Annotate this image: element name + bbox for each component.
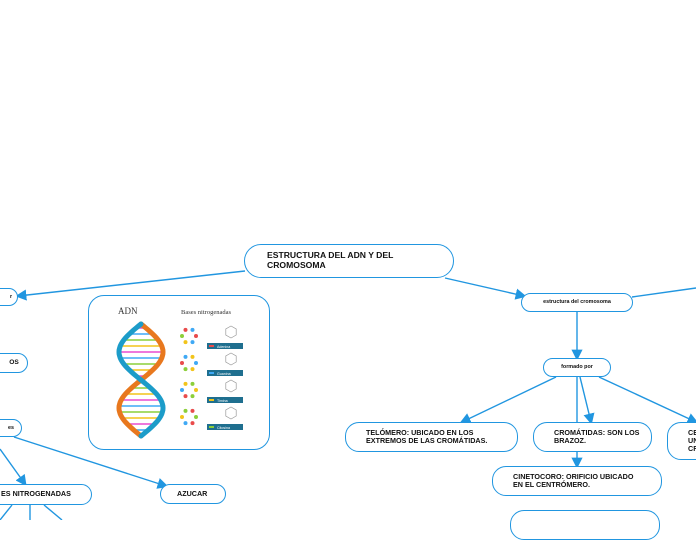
base-molecules xyxy=(180,325,237,426)
structure-sketch xyxy=(225,379,237,393)
molecule-atom xyxy=(190,394,195,399)
base-label-text: Adenina xyxy=(217,345,230,349)
azucar-label: AZUCAR xyxy=(177,488,208,498)
left-mid-label: OS xyxy=(9,359,19,367)
edge-root-left xyxy=(15,270,246,301)
molecule-atom xyxy=(190,367,195,372)
molecule-atom xyxy=(194,334,198,338)
telomero-label: TELÓMERO: UBICADO EN LOS EXTREMOS DE LAS… xyxy=(366,427,488,445)
bottom-partial-node[interactable] xyxy=(510,510,660,540)
root-node-label: ESTRUCTURA DEL ADN Y DEL CROMOSOMA xyxy=(267,250,394,270)
edge-formado-right xyxy=(598,376,696,424)
molecule-atom xyxy=(180,388,184,392)
base-label-swatch xyxy=(209,399,214,401)
molecule-atom xyxy=(180,361,184,365)
edge-formado-cromatidas xyxy=(579,376,595,425)
molecule-atom xyxy=(183,381,188,386)
molecule-atom xyxy=(194,361,198,365)
connector-lines xyxy=(0,270,696,520)
base-label-swatch xyxy=(209,372,214,374)
molecule-atom xyxy=(190,381,195,386)
molecule-atom xyxy=(190,408,195,413)
molecule-atom xyxy=(180,415,184,419)
structure-sketch xyxy=(225,406,237,420)
edge-formado-telomero xyxy=(459,376,557,424)
molecule-atom xyxy=(190,327,195,332)
cromatidas-node[interactable]: CROMÁTIDAS: SON LOS BRAZOZ. xyxy=(533,422,652,452)
base-label-text: Guanina xyxy=(217,372,231,376)
cromatidas-label: CROMÁTIDAS: SON LOS BRAZOZ. xyxy=(554,427,640,445)
molecule-atom xyxy=(194,415,198,419)
cinetocoro-node[interactable]: CINETOCORO: ORIFICIO UBICADO EN EL CENTR… xyxy=(492,466,662,496)
base-label-bar xyxy=(207,370,243,376)
edge-es-azucar xyxy=(13,436,169,489)
formado-por-node[interactable]: formado por xyxy=(543,358,611,377)
edge-root-estructura xyxy=(444,277,527,300)
dna-illustration: ADN Bases nitrogenadas AdeninaGuaninaTim… xyxy=(116,306,243,439)
left-top-node[interactable]: r xyxy=(0,288,18,306)
formado-por-label: formado por xyxy=(561,364,593,371)
molecule-atom xyxy=(183,367,188,372)
edge-es-bases xyxy=(0,448,27,487)
molecule-atom xyxy=(183,408,188,413)
molecule-atom xyxy=(180,334,184,338)
molecule-atom xyxy=(194,388,198,392)
molecule-atom xyxy=(183,340,188,345)
right-partial-label: CE UN CR xyxy=(688,427,696,454)
base-label-swatch xyxy=(209,345,214,347)
molecule-atom xyxy=(190,421,195,426)
root-node[interactable]: ESTRUCTURA DEL ADN Y DEL CROMOSOMA xyxy=(244,244,454,278)
edge-bases-down-2 xyxy=(43,504,63,520)
left-mid-node[interactable]: OS xyxy=(0,353,28,373)
left-lower-node[interactable]: es xyxy=(0,419,22,437)
right-partial-node[interactable]: CE UN CR xyxy=(667,422,696,460)
molecule-atom xyxy=(183,421,188,426)
molecule-atom xyxy=(183,327,188,332)
left-top-label: r xyxy=(9,293,13,300)
telomero-node[interactable]: TELÓMERO: UBICADO EN LOS EXTREMOS DE LAS… xyxy=(345,422,518,452)
edge-bases-down-3 xyxy=(0,504,13,520)
base-label-text: Timina xyxy=(217,399,228,403)
bases-nitrogenadas-label: ES NITROGENADAS xyxy=(1,489,71,499)
base-label-text: Citosina xyxy=(217,426,230,430)
base-label-bar xyxy=(207,424,243,430)
estructura-cromosoma-node[interactable]: estructura del cromosoma xyxy=(521,293,633,312)
dna-image-title: ADN xyxy=(118,306,138,316)
bases-nitrogenadas-node[interactable]: ES NITROGENADAS xyxy=(0,484,92,505)
edge-estructura-right xyxy=(631,287,696,298)
dna-image-subtitle: Bases nitrogenadas xyxy=(181,309,231,316)
base-label-bar xyxy=(207,397,243,403)
estructura-cromosoma-label: estructura del cromosoma xyxy=(543,299,611,306)
molecule-atom xyxy=(183,354,188,359)
left-lower-label: es xyxy=(8,424,14,431)
structure-sketch xyxy=(225,325,237,339)
dna-strand-blue xyxy=(116,321,166,439)
molecule-atom xyxy=(183,394,188,399)
cinetocoro-label: CINETOCORO: ORIFICIO UBICADO EN EL CENTR… xyxy=(513,471,634,489)
base-label-bar xyxy=(207,343,243,349)
structure-sketch xyxy=(225,352,237,366)
molecule-atom xyxy=(190,354,195,359)
molecule-atom xyxy=(190,340,195,345)
azucar-node[interactable]: AZUCAR xyxy=(160,484,226,504)
base-label-swatch xyxy=(209,426,214,428)
